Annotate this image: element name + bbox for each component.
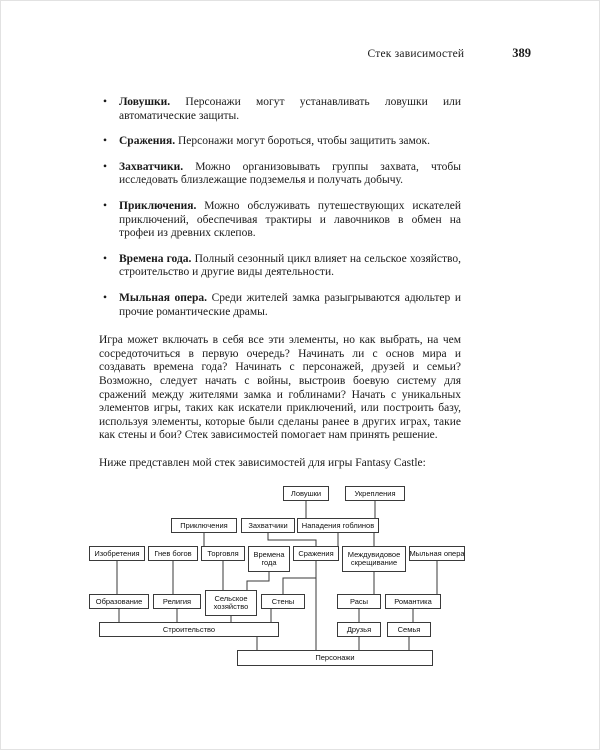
- diagram-box-druzya: Друзья: [337, 622, 381, 638]
- diagram-box-vremena-goda: Времена года: [248, 546, 290, 573]
- list-item: • Сражения. Персонажи могут бороться, чт…: [99, 135, 461, 149]
- diagram-box-mezhvidovoe-skreshchivanie: Междувидовое скрещивание: [342, 546, 406, 573]
- text-block: • Ловушки. Персонажи могут устанавливать…: [89, 96, 465, 672]
- diagram-box-selskoe-hozyaystvo: Сельское хозяйство: [205, 590, 257, 617]
- list-item-text: Персонажи могут бороться, чтобы защитить…: [177, 135, 430, 148]
- page-number: 389: [512, 46, 531, 60]
- diagram-box-priklyucheniya: Приключения: [171, 518, 237, 534]
- diagram-box-personazhi: Персонажи: [237, 650, 433, 667]
- diagram-box-gnev-bogov: Гнев богов: [148, 546, 198, 562]
- diagram-box-ukrepleniya: Укрепления: [345, 486, 405, 502]
- list-item: • Приключения. Можно обслуживать путешес…: [99, 200, 461, 241]
- diagram-box-steny: Стены: [261, 594, 305, 610]
- bullet-marker: •: [103, 160, 108, 173]
- diagram-box-stroitelstvo: Строительство: [99, 622, 279, 638]
- bullet-marker: •: [103, 135, 108, 148]
- diagram-box-mylnaya-opera: Мыльная опера: [409, 546, 465, 562]
- bullet-marker: •: [103, 199, 108, 212]
- bullet-marker: •: [103, 96, 108, 108]
- list-item-term: Мыльная опера.: [119, 291, 208, 304]
- body-paragraph: Игра может включать в себя все эти элеме…: [99, 334, 461, 442]
- diagram-box-izobreteniya: Изобретения: [89, 546, 145, 562]
- list-item-term: Приключения.: [119, 199, 197, 212]
- list-item-text: Можно организовывать группы захвата, что…: [119, 160, 461, 187]
- running-head: Стек зависимостей 389: [99, 46, 531, 61]
- connector-lines: [116, 501, 438, 651]
- list-item: • Ловушки. Персонажи могут устанавливать…: [99, 96, 461, 123]
- diagram-box-lovushki: Ловушки: [283, 486, 329, 502]
- diagram-box-romantika: Романтика: [385, 594, 441, 610]
- diagram-box-srazheniya: Сражения: [293, 546, 339, 562]
- diagram-box-rasy: Расы: [337, 594, 381, 610]
- list-item-text: Среди жителей замка разыгрываются адюльт…: [119, 291, 461, 318]
- list-item-text: Персонажи могут устанавливать ловушки ил…: [119, 96, 461, 122]
- diagram-box-napadeniya-goblinov: Нападения гоблинов: [297, 518, 379, 534]
- list-item: • Времена года. Полный сезонный цикл вли…: [99, 253, 461, 280]
- diagram-intro: Ниже представлен мой стек зависимостей д…: [99, 456, 426, 469]
- diagram-box-torgovlya: Торговля: [201, 546, 245, 562]
- list-item-term: Сражения.: [119, 135, 176, 148]
- list-item-text: Можно обслуживать путешествующих искател…: [119, 199, 461, 240]
- bullet-marker: •: [103, 291, 108, 304]
- diagram-box-zahvatchiki: Захватчики: [241, 518, 295, 534]
- diagram-box-semya: Семья: [387, 622, 431, 638]
- diagram-box-religiya: Религия: [153, 594, 201, 610]
- chapter-title: Стек зависимостей: [367, 48, 465, 60]
- diagram-box-obrazovanie: Образование: [89, 594, 149, 610]
- list-item: • Захватчики. Можно организовывать групп…: [99, 161, 461, 188]
- feature-list: • Ловушки. Персонажи могут устанавливать…: [99, 96, 461, 319]
- list-item-text: Полный сезонный цикл влияет на сельское …: [119, 252, 462, 279]
- list-item-term: Времена года.: [119, 252, 192, 265]
- list-item-term: Захватчики.: [119, 160, 184, 173]
- dependency-stack-diagram: Ловушки Укрепления Приключения Захватчик…: [87, 482, 467, 672]
- bullet-marker: •: [103, 252, 108, 265]
- list-item-term: Ловушки.: [119, 96, 171, 108]
- list-item: • Мыльная опера. Среди жителей замка раз…: [99, 292, 461, 319]
